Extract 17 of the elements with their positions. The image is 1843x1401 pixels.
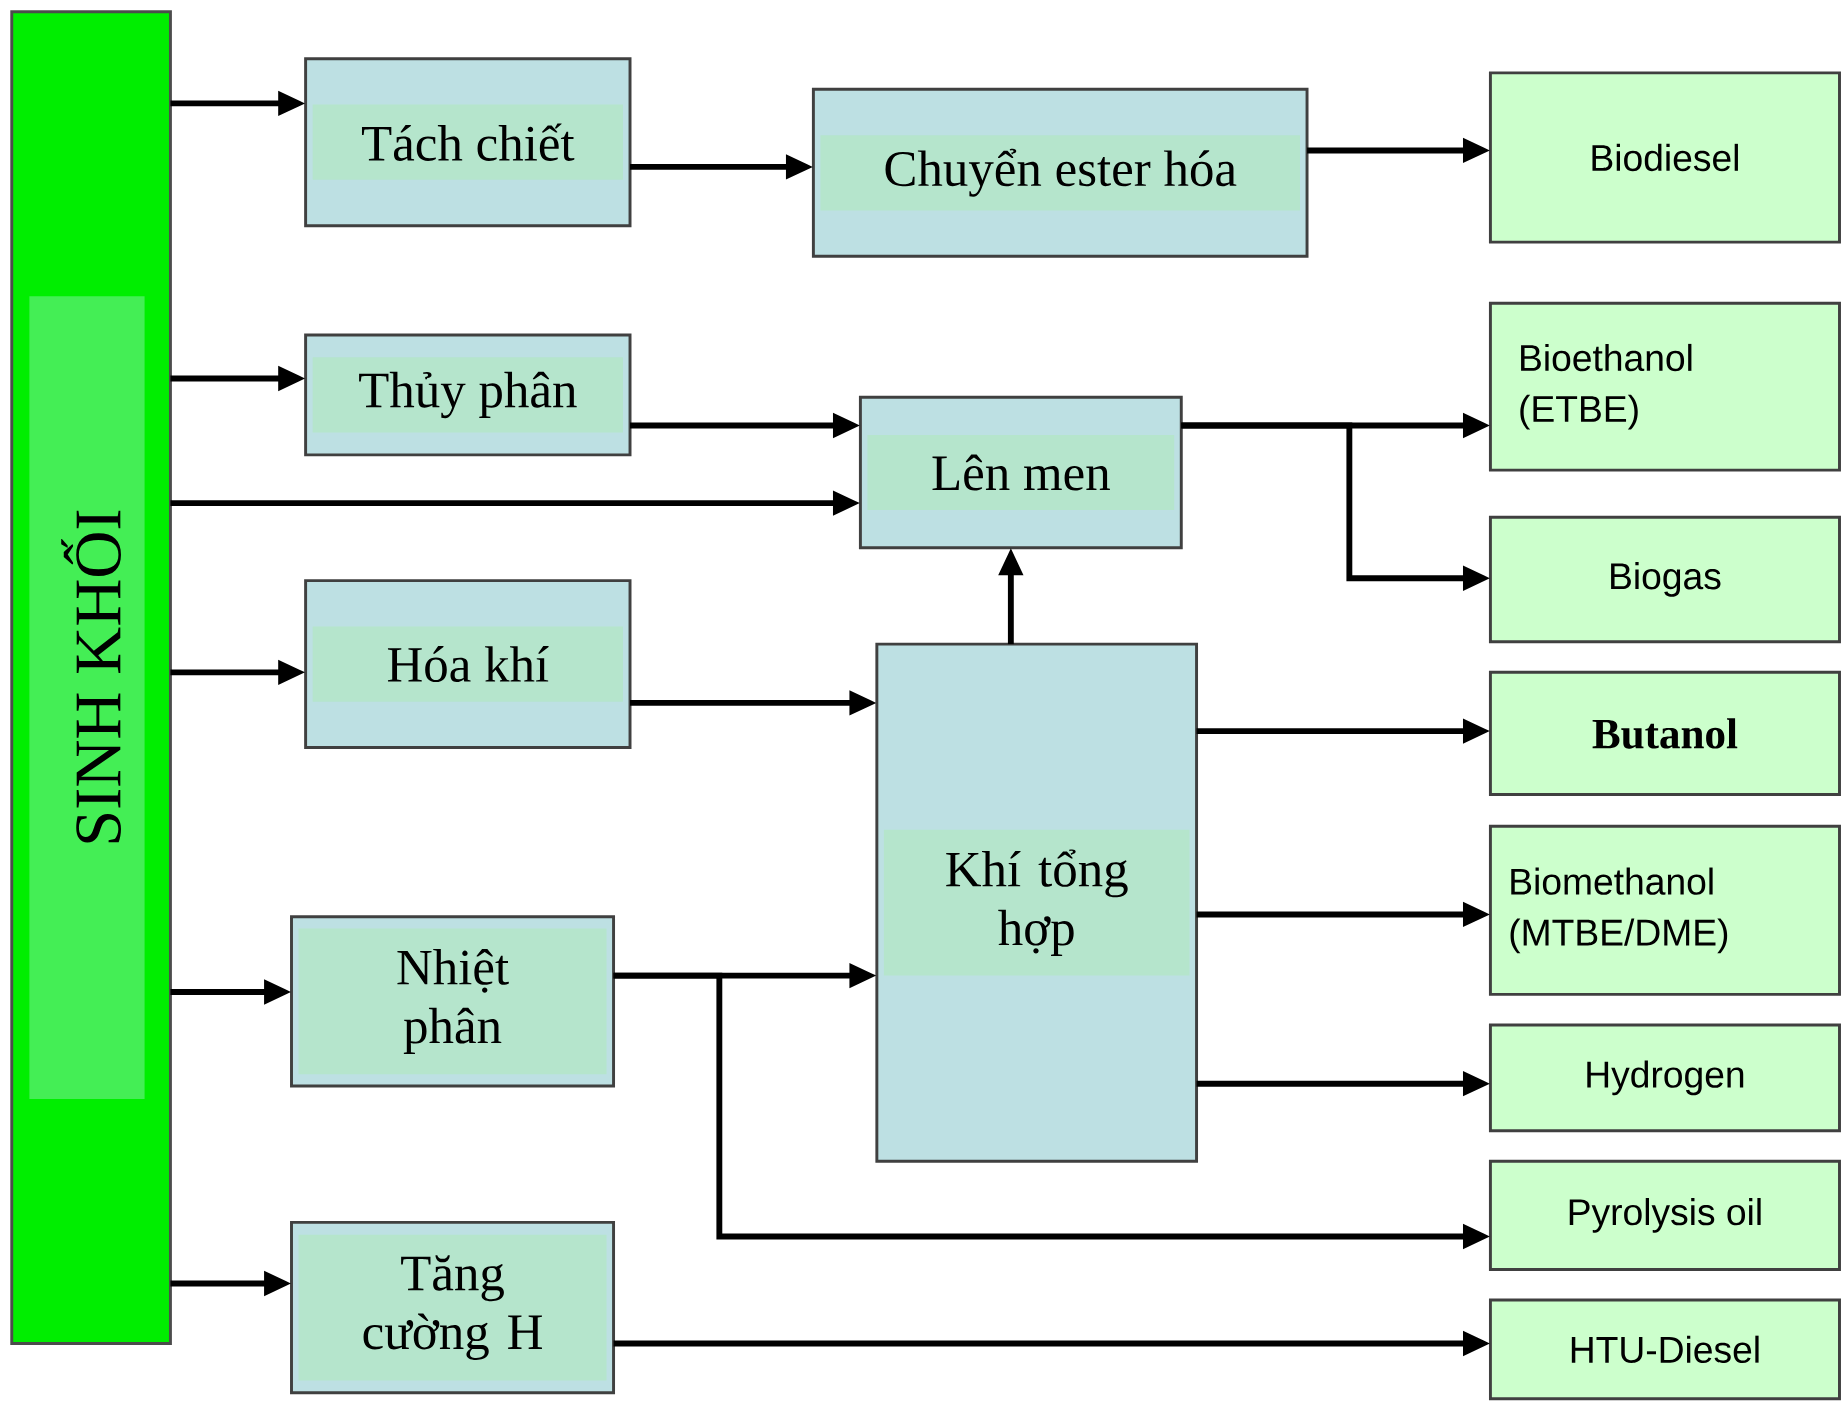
product-box: Biogas [1488, 515, 1841, 644]
product-box: Biomethanol (MTBE/DME) [1488, 824, 1841, 996]
biomass-bar: SINH KHỐI [10, 10, 172, 1345]
product-box: HTU-Diesel [1488, 1298, 1841, 1401]
product-box: Pyrolysis oil [1488, 1159, 1841, 1271]
product-box: Biodiesel [1488, 71, 1841, 244]
product-box: Hydrogen [1488, 1023, 1841, 1133]
product-box: Bioethanol (ETBE) [1488, 301, 1841, 472]
process-box: Nhiệt phân [290, 915, 616, 1088]
process-box: Khí tổng hợp [875, 642, 1199, 1163]
process-box: Tăng cường H [290, 1220, 616, 1395]
process-box: Tách chiết [304, 57, 632, 228]
process-box: Hóa khí [304, 579, 632, 749]
process-box: Lên men [858, 395, 1183, 550]
process-box: Thủy phân [304, 333, 632, 457]
product-box: Butanol [1488, 670, 1841, 796]
process-box: Chuyển ester hóa [811, 87, 1309, 258]
